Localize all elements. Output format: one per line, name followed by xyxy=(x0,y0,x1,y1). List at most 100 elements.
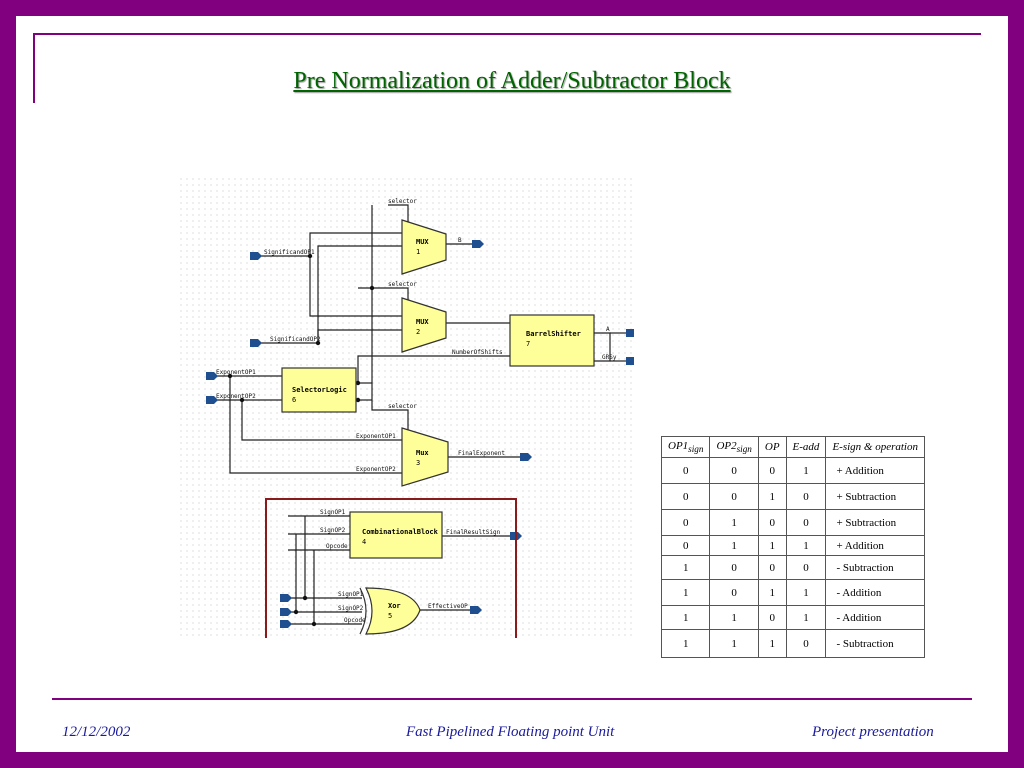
barrel-shifter-number: 7 xyxy=(526,340,530,348)
mux3-block: Mux 3 xyxy=(401,427,449,487)
header-op: OP xyxy=(757,436,787,458)
label-significand-op1: SignificandOP1 xyxy=(264,249,315,256)
mux2-name: MUX xyxy=(416,318,429,326)
table-cell: 0 xyxy=(709,483,759,510)
label-exponent-op1-in: ExponentOP1 xyxy=(216,369,256,376)
label-b: B xyxy=(458,237,462,244)
table-cell-operation: + Addition xyxy=(825,457,925,484)
table-cell: 1 xyxy=(660,605,711,630)
table-cell-operation: - Addition xyxy=(825,605,925,630)
label-number-of-shifts: NumberOfShifts xyxy=(452,349,503,356)
combinational-block-name: CombinationalBlock xyxy=(362,528,439,536)
circuit-diagram: MUX 1 MUX 2 Mux 3 BarrelShifter 7 xyxy=(180,178,638,647)
selector-logic-name: SelectorLogic xyxy=(292,386,347,394)
table-cell: 1 xyxy=(757,629,787,658)
footer-title: Fast Pipelined Floating point Unit xyxy=(406,724,615,740)
header-e-sign-operation: E-sign & operation xyxy=(825,436,925,458)
table-cell: 1 xyxy=(757,483,787,510)
signal-labels: selector selector selector SignificandOP… xyxy=(216,198,617,624)
table-cell: 0 xyxy=(785,483,827,510)
table-cell-operation: - Subtraction xyxy=(825,555,925,580)
label-sign-op1-xor: SignOP1 xyxy=(338,591,364,598)
table-cell: 0 xyxy=(660,535,711,556)
table-cell: 0 xyxy=(660,457,711,484)
mux1-block: MUX 1 xyxy=(401,219,447,275)
table-cell: 1 xyxy=(709,509,759,536)
footer-label: Project presentation xyxy=(812,724,934,740)
label-exponent-op2-mux: ExponentOP2 xyxy=(356,466,396,473)
slide-title: Pre Normalization of Adder/Subtractor Bl… xyxy=(293,68,731,94)
table-cell-operation: - Subtraction xyxy=(825,629,925,658)
table-cell: 0 xyxy=(757,457,787,484)
label-final-result-sign: FinalResultSign xyxy=(446,529,501,536)
label-grsy: GRSy xyxy=(602,354,617,361)
table-cell: 1 xyxy=(785,535,827,556)
table-cell: 1 xyxy=(709,535,759,556)
table-cell: 0 xyxy=(757,509,787,536)
xor-name: Xor xyxy=(388,602,401,610)
table-cell: 1 xyxy=(757,579,787,606)
table-cell: 0 xyxy=(757,605,787,630)
mux2-number: 2 xyxy=(416,328,420,336)
table-cell: 0 xyxy=(757,555,787,580)
mux1-name: MUX xyxy=(416,238,429,246)
table-cell: 0 xyxy=(660,483,711,510)
frame-top-rule xyxy=(33,33,981,35)
table-cell: 0 xyxy=(709,457,759,484)
xor-gate: Xor 5 xyxy=(359,587,421,635)
slide: Pre Normalization of Adder/Subtractor Bl… xyxy=(16,16,1008,752)
label-significand-op2: SignificandOP2 xyxy=(270,336,321,343)
table-cell-operation: + Addition xyxy=(825,535,925,556)
barrel-output-wires xyxy=(594,332,611,362)
barrel-shifter-name: BarrelShifter xyxy=(526,330,581,338)
mux3-name: Mux xyxy=(416,449,429,457)
label-final-exponent: FinalExponent xyxy=(458,450,505,457)
footer-date: 12/12/2002 xyxy=(62,724,131,740)
table-cell: 1 xyxy=(660,579,711,606)
combinational-block-number: 4 xyxy=(362,538,366,546)
table-cell: 0 xyxy=(709,555,759,580)
label-sign-op1-comb: SignOP1 xyxy=(320,509,346,516)
junction-dots xyxy=(227,253,375,627)
label-opcode-comb: Opcode xyxy=(326,543,348,550)
label-opcode-xor: Opcode xyxy=(344,617,366,624)
selector-logic-number: 6 xyxy=(292,396,296,404)
combinational-block: CombinationalBlock 4 xyxy=(349,511,443,559)
mux1-number: 1 xyxy=(416,248,420,256)
header-e-add: E-add xyxy=(785,436,827,458)
label-exponent-op1-mux: ExponentOP1 xyxy=(356,433,396,440)
label-a: A xyxy=(606,326,610,333)
mux3-number: 3 xyxy=(416,459,420,467)
selector-logic-block: SelectorLogic 6 xyxy=(281,367,357,413)
label-selector-2: selector xyxy=(388,281,417,288)
label-selector-1: selector xyxy=(388,198,417,205)
truth-table-header-row: OP1sign OP2sign OP E-add E-sign & operat… xyxy=(660,436,925,458)
xor-number: 5 xyxy=(388,612,392,620)
table-cell-operation: + Subtraction xyxy=(825,483,925,510)
table-cell: 1 xyxy=(660,629,711,658)
table-cell-operation: + Subtraction xyxy=(825,509,925,536)
table-cell: 1 xyxy=(757,535,787,556)
table-cell: 0 xyxy=(709,579,759,606)
table-cell: 1 xyxy=(785,457,827,484)
table-cell: 1 xyxy=(709,605,759,630)
table-cell: 0 xyxy=(785,555,827,580)
table-cell: 1 xyxy=(785,579,827,606)
barrel-shifter-block: BarrelShifter 7 xyxy=(509,314,595,367)
label-exponent-op2-in: ExponentOP2 xyxy=(216,393,256,400)
table-cell: 1 xyxy=(785,605,827,630)
table-cell: 0 xyxy=(785,629,827,658)
table-cell: 0 xyxy=(785,509,827,536)
mux2-block: MUX 2 xyxy=(401,297,447,353)
header-op1: OP1sign xyxy=(660,436,711,458)
table-cell-operation: - Addition xyxy=(825,579,925,606)
frame-left-rule xyxy=(33,33,35,103)
